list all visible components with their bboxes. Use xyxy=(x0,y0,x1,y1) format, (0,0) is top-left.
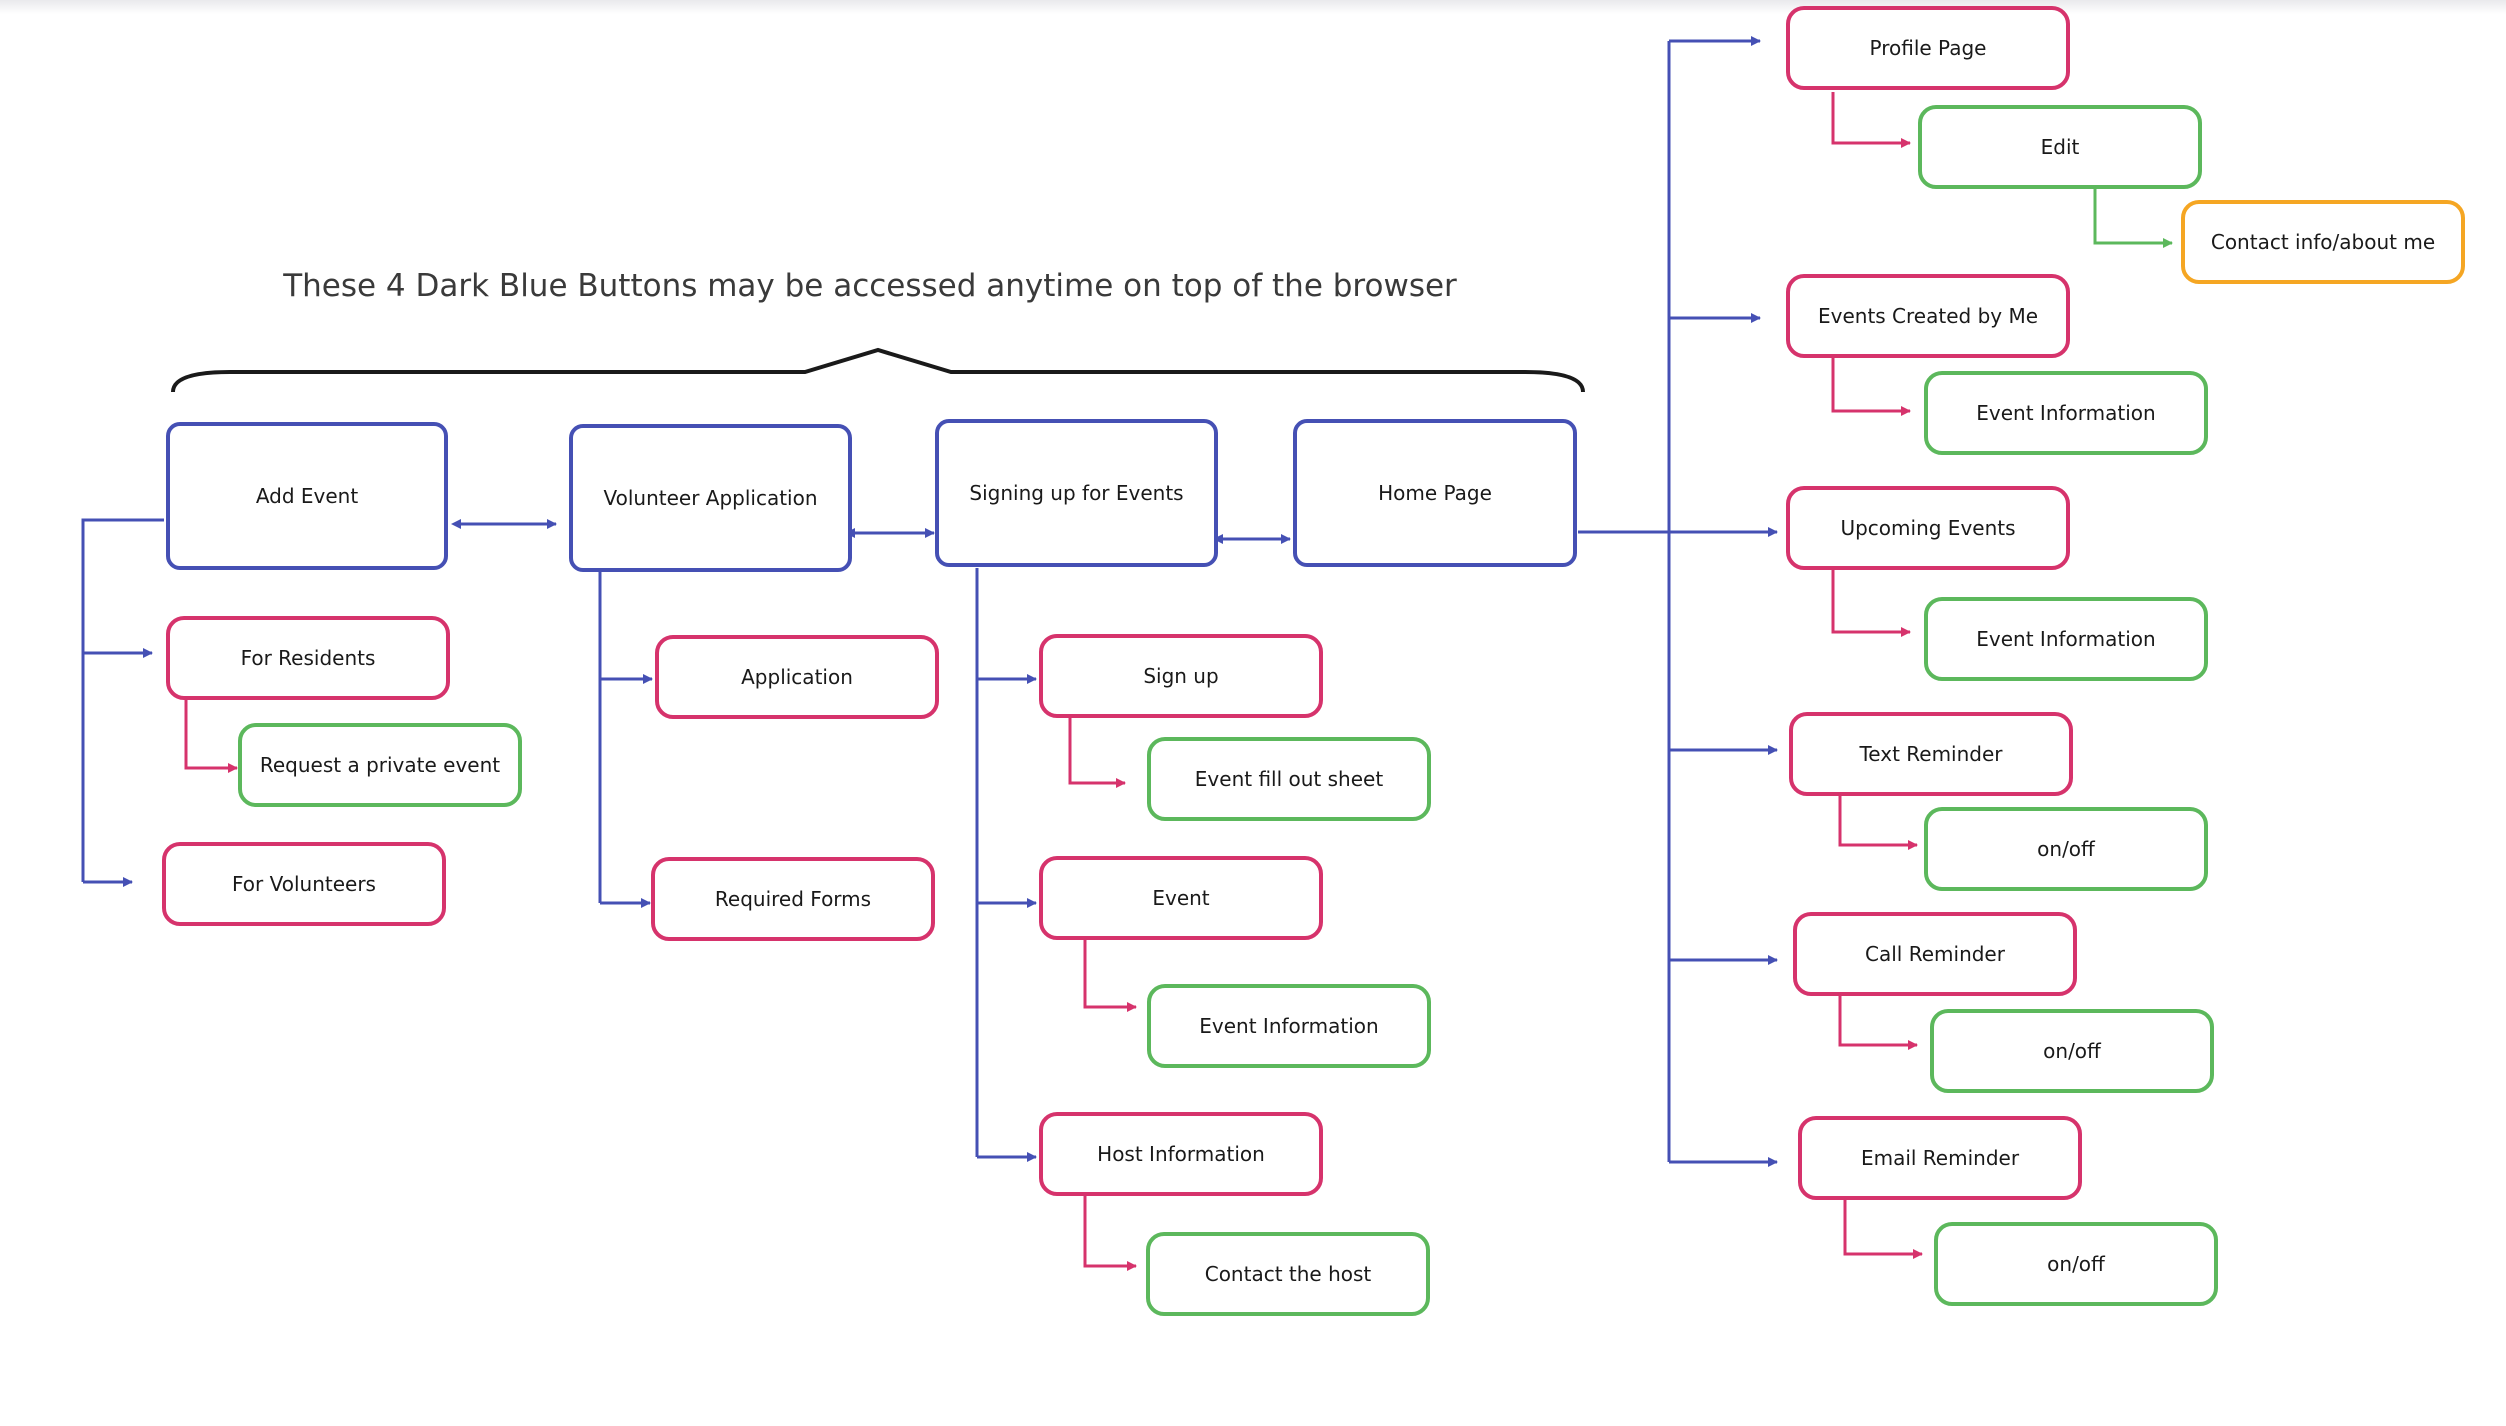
add-event-button[interactable]: Add Event xyxy=(166,422,448,570)
required-forms-node[interactable]: Required Forms xyxy=(651,857,935,941)
to-event-fill-out xyxy=(1068,715,1126,788)
to-contact-info xyxy=(2093,188,2173,248)
to-upcoming-info xyxy=(1831,569,1911,637)
event-fill-out-sheet-node[interactable]: Event fill out sheet xyxy=(1147,737,1431,821)
contact-the-host-node[interactable]: Contact the host xyxy=(1146,1232,1430,1316)
brace xyxy=(171,347,1585,393)
to-event-information xyxy=(1083,938,1137,1012)
sign-up-node[interactable]: Sign up xyxy=(1039,634,1323,718)
to-text-toggle xyxy=(1838,794,1918,850)
email-reminder-toggle-node[interactable]: on/off xyxy=(1934,1222,2218,1306)
diagram-heading: These 4 Dark Blue Buttons may be accesse… xyxy=(283,268,1457,304)
call-reminder-toggle-node[interactable]: on/off xyxy=(1930,1009,2214,1093)
request-private-event-node[interactable]: Request a private event xyxy=(238,723,522,807)
to-call-toggle xyxy=(1838,995,1918,1050)
to-contact-host xyxy=(1083,1193,1137,1271)
edit-node[interactable]: Edit xyxy=(1918,105,2202,189)
events-created-information-node[interactable]: Event Information xyxy=(1924,371,2208,455)
for-residents-node[interactable]: For Residents xyxy=(166,616,450,700)
signing-up-button[interactable]: Signing up for Events xyxy=(935,419,1218,567)
upcoming-events-information-node[interactable]: Event Information xyxy=(1924,597,2208,681)
to-edit xyxy=(1831,92,1911,148)
contact-info-node[interactable]: Contact info/about me xyxy=(2181,200,2465,284)
upcoming-events-node[interactable]: Upcoming Events xyxy=(1786,486,2070,570)
text-reminder-toggle-node[interactable]: on/off xyxy=(1924,807,2208,891)
to-events-created-info xyxy=(1831,358,1911,416)
for-volunteers-node[interactable]: For Volunteers xyxy=(162,842,446,926)
application-node[interactable]: Application xyxy=(655,635,939,719)
text-reminder-node[interactable]: Text Reminder xyxy=(1789,712,2073,796)
host-information-node[interactable]: Host Information xyxy=(1039,1112,1323,1196)
profile-page-node[interactable]: Profile Page xyxy=(1786,6,2070,90)
home-page-button[interactable]: Home Page xyxy=(1293,419,1577,567)
volunteer-application-button[interactable]: Volunteer Application xyxy=(569,424,852,572)
to-request-private xyxy=(184,699,238,773)
events-created-node[interactable]: Events Created by Me xyxy=(1786,274,2070,358)
add-event-trunk xyxy=(81,518,164,882)
event-node[interactable]: Event xyxy=(1039,856,1323,940)
call-reminder-node[interactable]: Call Reminder xyxy=(1793,912,2077,996)
event-information-node[interactable]: Event Information xyxy=(1147,984,1431,1068)
email-reminder-node[interactable]: Email Reminder xyxy=(1798,1116,2082,1200)
to-email-toggle xyxy=(1843,1200,1923,1259)
